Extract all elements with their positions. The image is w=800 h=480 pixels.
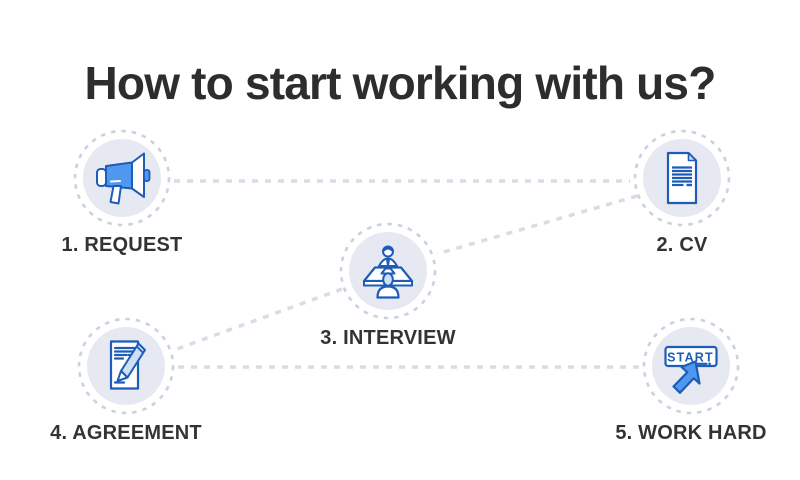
step-label-work-hard: 5. WORK HARD <box>615 422 767 444</box>
start-button-cursor-icon: START <box>642 317 740 415</box>
step-cv: 2. CV <box>632 128 732 256</box>
step-agreement: 4. AGREEMENT <box>50 316 202 444</box>
step-label-agreement: 4. AGREEMENT <box>50 422 202 444</box>
interview-desk-icon <box>339 222 437 320</box>
step-label-interview: 3. INTERVIEW <box>320 327 456 349</box>
step-interview: 3. INTERVIEW <box>320 221 455 349</box>
step-label-request: 1. REQUEST <box>61 234 183 256</box>
step-work-hard: START 5. WORK HARD <box>615 316 766 444</box>
cv-document-icon <box>633 129 731 227</box>
connector-cv-interview <box>436 194 638 256</box>
megaphone-icon <box>73 129 171 227</box>
step-request: 1. REQUEST <box>62 128 182 256</box>
document-pen-icon <box>77 317 175 415</box>
connector-interview-agreement <box>173 287 343 352</box>
step-label-cv: 2. CV <box>656 234 708 256</box>
start-button-text: START <box>667 351 714 365</box>
page-title: How to start working with us? <box>84 57 716 109</box>
